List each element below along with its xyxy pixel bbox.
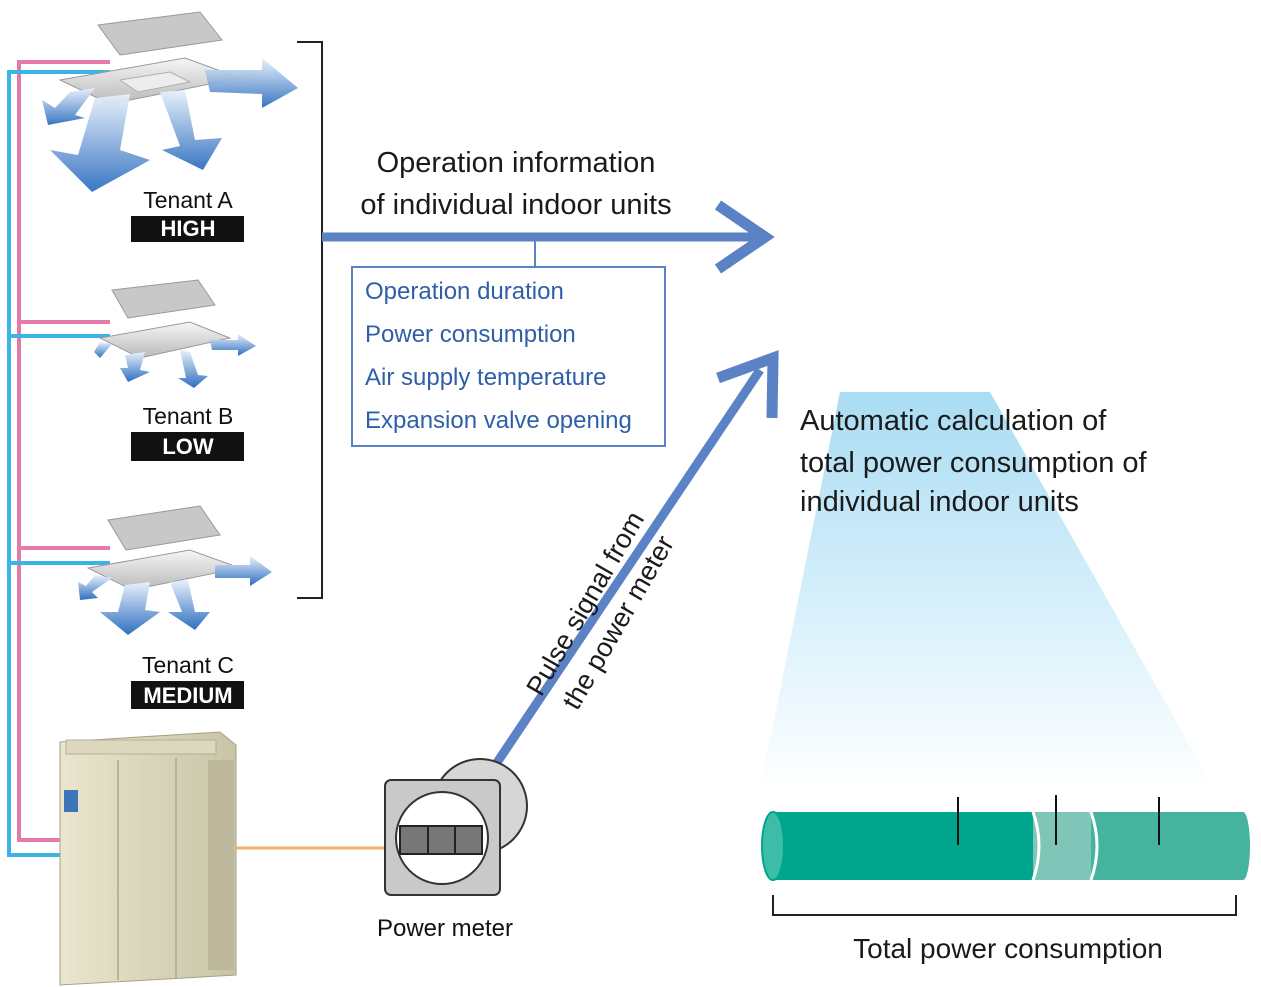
airflow-arrows-b <box>94 334 256 388</box>
automatic-calc-line1: Automatic calculation of <box>800 405 1107 437</box>
total-consumption-label: Total power consumption <box>853 933 1163 964</box>
tenant-b-name: Tenant B <box>143 403 234 429</box>
airflow-arrows-a <box>42 58 298 192</box>
operation-info-box <box>351 266 666 447</box>
total-consumption-cylinder <box>761 795 1250 881</box>
indoor-unit-b <box>98 279 232 359</box>
automatic-calc-line2: total power consumption of <box>800 447 1148 479</box>
outdoor-unit <box>59 731 237 986</box>
operation-info-title-line2: of individual indoor units <box>360 189 671 221</box>
pulse-signal-arrow <box>488 350 779 773</box>
operation-info-item: Operation duration <box>365 278 564 305</box>
operation-info-arrow <box>322 200 775 274</box>
calculation-beam <box>760 392 1215 790</box>
tenant-a-name: Tenant A <box>143 187 233 213</box>
airflow-arrows-c <box>78 556 272 635</box>
automatic-calc-line3: individual indoor units <box>800 486 1079 518</box>
tenant-b-level: LOW <box>162 434 214 459</box>
tenant-a-level-badge <box>131 216 244 242</box>
tenant-c-name: Tenant C <box>142 652 234 678</box>
operation-info-item: Power consumption <box>365 321 576 348</box>
power-meter-label: Power meter <box>377 915 513 942</box>
operation-info-item: Air supply temperature <box>365 364 606 391</box>
tenant-c-level-badge <box>131 681 244 709</box>
operation-info-title-line1: Operation information <box>377 147 656 179</box>
indoor-units-bracket <box>297 41 323 599</box>
indoor-unit-a <box>58 11 242 105</box>
refrigerant-pipes <box>7 60 110 857</box>
tenant-c-level: MEDIUM <box>143 683 232 708</box>
total-consumption-bracket <box>772 895 1237 916</box>
power-meter <box>384 758 528 896</box>
tenant-a-level: HIGH <box>161 216 216 241</box>
tenant-b-level-badge <box>131 432 244 461</box>
operation-info-item: Expansion valve opening <box>365 407 632 434</box>
